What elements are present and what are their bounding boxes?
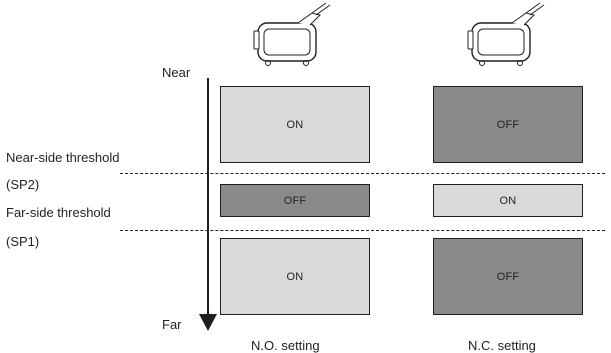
distance-sensor-icon (467, 2, 545, 66)
near-side-threshold-label: Near-side threshold (6, 150, 120, 165)
distance-sensor-icon (253, 2, 331, 66)
nc-zone-middle: ON (433, 184, 583, 217)
no-zone-far: ON (220, 238, 370, 315)
far-side-threshold-label: Far-side threshold (6, 205, 111, 220)
nc-zone-near: OFF (433, 86, 583, 163)
near-label: Near (162, 65, 191, 80)
far-side-threshold-code: (SP1) (6, 234, 40, 249)
down-arrow-icon (199, 78, 217, 331)
near-side-threshold-code: (SP2) (6, 177, 40, 192)
nc-setting-label: N.C. setting (468, 338, 536, 353)
no-setting-label: N.O. setting (251, 338, 320, 353)
nc-zone-far: OFF (433, 238, 583, 315)
no-zone-near: ON (220, 86, 370, 163)
far-side-threshold-line (120, 230, 605, 231)
near-side-threshold-line (120, 173, 605, 174)
no-zone-middle: OFF (220, 184, 370, 217)
far-label: Far (162, 317, 182, 332)
